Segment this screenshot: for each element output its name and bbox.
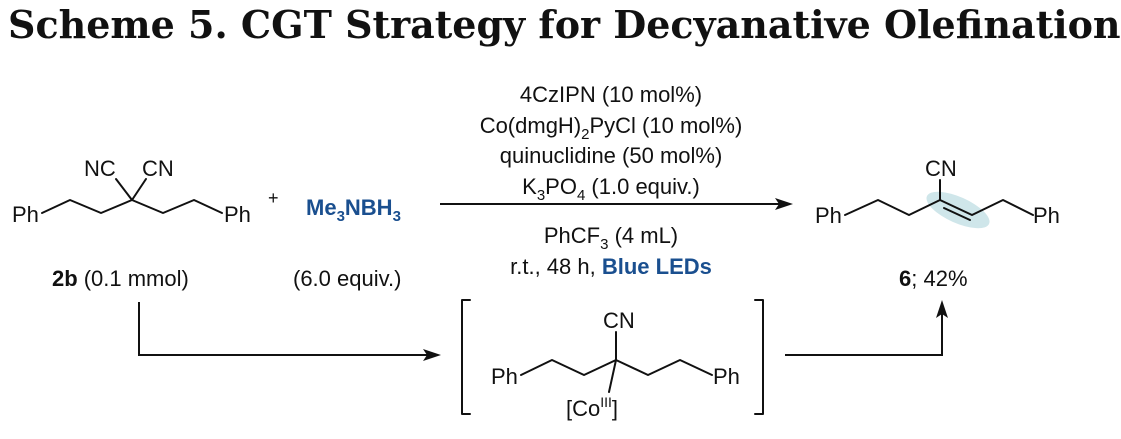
reactant-ph-left: Ph — [12, 202, 39, 227]
intermediate-bracket-right — [754, 299, 764, 415]
intermediate-bracket-left — [461, 299, 471, 415]
intermediate-cn-label: CN — [603, 308, 635, 333]
intermediate-ph-left: Ph — [491, 364, 518, 389]
product-yield: ; 42% — [911, 266, 967, 291]
condition-base: K3PO4 (1.0 equiv.) — [522, 174, 700, 204]
cobalt-intermediate: Ph Ph CN [CoIII] — [491, 308, 740, 421]
reactant-2b: Ph Ph NC CN 2b(0.1 mmol) — [12, 156, 251, 291]
reactant-ph-right: Ph — [224, 202, 251, 227]
reaction-scheme: Ph Ph NC CN 2b(0.1 mmol) + Me3NBH3 (6.0 … — [12, 82, 1060, 421]
condition-cobalt: Co(dmgH)2PyCl (10 mol%) — [480, 113, 743, 143]
reactant-nc-label: NC — [84, 156, 116, 181]
pathway-arrow-right — [785, 300, 948, 356]
product-id: 6 — [899, 266, 911, 291]
product-ph-right: Ph — [1033, 203, 1060, 228]
conditions-above: 4CzIPN (10 mol%) Co(dmgH)2PyCl (10 mol%)… — [480, 82, 743, 204]
reactant-amount: (0.1 mmol) — [84, 266, 189, 291]
reaction-arrow — [440, 198, 793, 210]
reactant-id: 2b — [52, 266, 78, 291]
reagent-equiv: (6.0 equiv.) — [293, 266, 401, 291]
reagent-me3nbh3: Me3NBH3 (6.0 equiv.) — [293, 195, 401, 291]
condition-solvent: PhCF3 (4 mL) — [544, 223, 678, 253]
intermediate-ph-right: Ph — [713, 364, 740, 389]
condition-time-light: r.t., 48 h, Blue LEDs — [510, 254, 712, 279]
reactant-skeleton — [41, 199, 223, 214]
intermediate-co-bond — [608, 359, 617, 393]
reactant-caption: 2b(0.1 mmol) — [52, 266, 189, 291]
condition-hat: quinuclidine (50 mol%) — [500, 143, 723, 168]
product-ph-left: Ph — [815, 203, 842, 228]
reactant-cn-bond — [131, 178, 147, 201]
reactant-cn-label: CN — [142, 156, 174, 181]
plus-sign: + — [268, 188, 279, 208]
product-6: Ph Ph CN 6; 42% — [815, 156, 1060, 291]
reagent-label: Me3NBH3 — [306, 195, 401, 225]
intermediate-co-label: [CoIII] — [566, 394, 618, 421]
condition-photocatalyst: 4CzIPN (10 mol%) — [520, 82, 702, 107]
product-cn-label: CN — [925, 156, 957, 181]
reactant-nc-bond — [115, 178, 133, 201]
product-caption: 6; 42% — [899, 266, 968, 291]
product-double-bond — [943, 207, 971, 221]
pathway-arrow-left — [138, 302, 441, 361]
scheme-title: Scheme 5. CGT Strategy for Decyanative O… — [8, 2, 1121, 47]
conditions-below: PhCF3 (4 mL) r.t., 48 h, Blue LEDs — [510, 223, 712, 279]
